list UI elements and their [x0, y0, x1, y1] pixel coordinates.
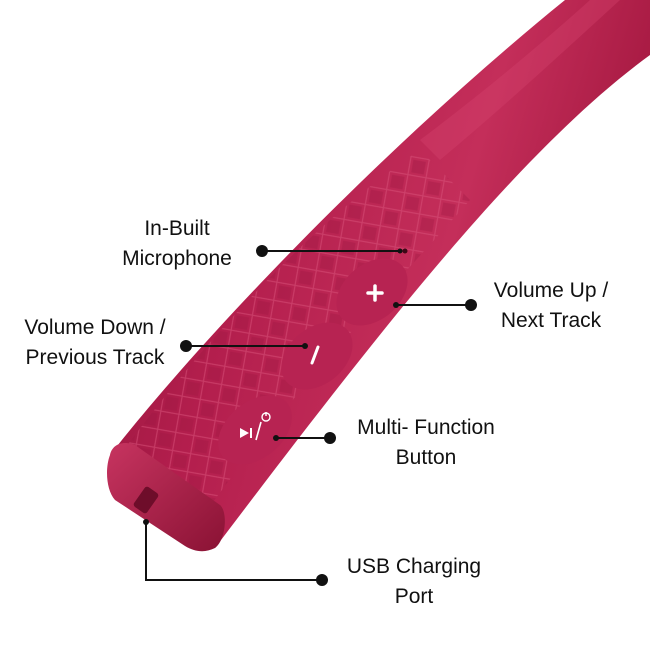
multi-function-label: Multi- Function Button: [343, 413, 509, 473]
microphone-label-line2: Microphone: [122, 247, 232, 270]
volume-up-label-line2: Next Track: [500, 309, 602, 332]
microphone-label-line1: In-Built: [144, 217, 210, 240]
usb-port-label-line2: Port: [394, 585, 434, 608]
multi-function-label-line2: Button: [395, 446, 457, 469]
plus-icon: [366, 284, 384, 302]
multi-function-button-area[interactable]: [205, 382, 305, 479]
microphone-hole: [402, 248, 408, 254]
minus-icon: [310, 345, 320, 365]
volume-down-label: Volume Down / Previous Track: [14, 313, 176, 373]
volume-up-label-line1: Volume Up /: [493, 279, 609, 302]
usb-port-label-line1: USB Charging: [346, 555, 482, 578]
microphone-label: In-Built Microphone: [112, 214, 242, 274]
usb-port-label: USB Charging Port: [338, 552, 490, 612]
volume-up-label: Volume Up / Next Track: [482, 276, 620, 336]
end-cap: [107, 443, 225, 552]
volume-down-button-area[interactable]: [268, 309, 365, 403]
callout-lines: [143, 245, 477, 586]
volume-down-label-line1: Volume Down /: [24, 316, 166, 339]
multi-function-label-line1: Multi- Function: [357, 416, 495, 439]
volume-down-label-line2: Previous Track: [25, 346, 165, 369]
play-pause-power-icon: [240, 412, 271, 441]
